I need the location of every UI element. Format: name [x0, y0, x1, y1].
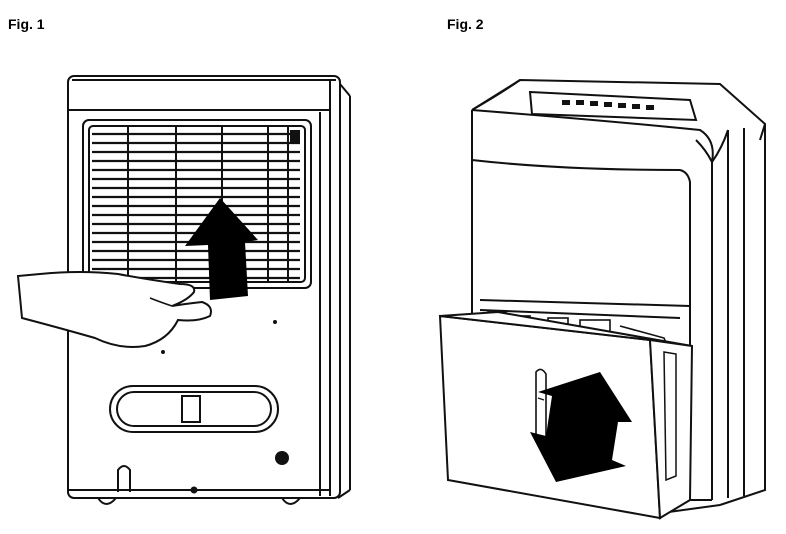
figure-2-label: Fig. 2	[447, 16, 484, 32]
dehumidifier-rear-body	[67, 75, 351, 505]
up-arrow-icon	[185, 198, 258, 300]
filter-tab-icon	[290, 130, 300, 144]
filter-grille-slats	[92, 132, 300, 280]
control-buttons-icon	[562, 100, 654, 110]
dehumidifier-front-body	[471, 78, 767, 515]
hand-icon	[16, 271, 212, 348]
figure-1-label: Fig. 1	[8, 16, 45, 32]
screw-dots	[161, 320, 289, 494]
double-arrow-icon	[530, 372, 632, 482]
